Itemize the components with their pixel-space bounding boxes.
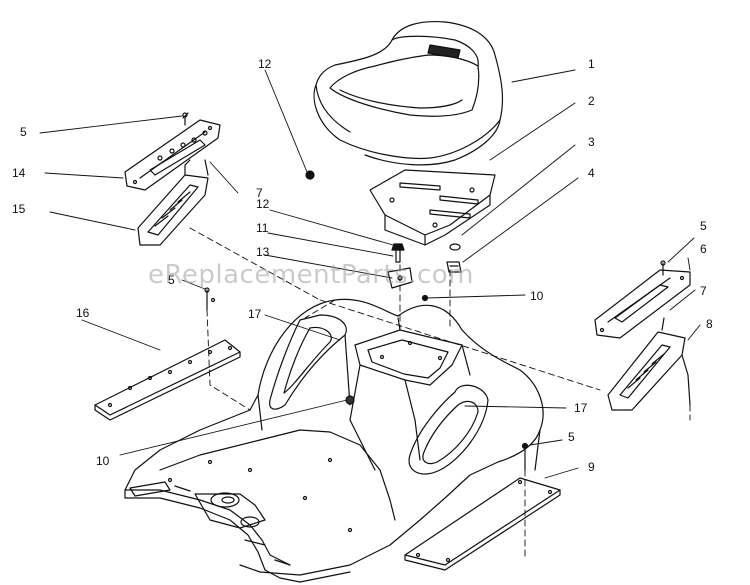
callout-14: 14 bbox=[12, 166, 26, 180]
seat bbox=[313, 20, 504, 166]
left-plate-14 bbox=[124, 119, 221, 191]
floor-plate-16 bbox=[94, 339, 241, 421]
callout-5-right: 5 bbox=[700, 219, 707, 233]
callout-12-top: 12 bbox=[258, 57, 272, 71]
left-guide-15 bbox=[137, 159, 209, 246]
fender-body bbox=[124, 298, 544, 583]
callout-3: 3 bbox=[588, 135, 595, 149]
leader-lines bbox=[39, 69, 701, 479]
callout-2: 2 bbox=[588, 94, 595, 108]
right-guide-8 bbox=[607, 317, 691, 411]
callout-15: 15 bbox=[12, 202, 26, 216]
callout-17-right: 17 bbox=[574, 401, 588, 415]
callout-7-right: 7 bbox=[700, 284, 707, 298]
floor-plate-9 bbox=[404, 477, 561, 571]
callout-12-lower: 12 bbox=[256, 197, 270, 211]
callout-17-left: 17 bbox=[248, 307, 262, 321]
callout-9: 9 bbox=[588, 460, 595, 474]
watermark-text: eReplacementParts.com bbox=[148, 260, 475, 290]
callout-1: 1 bbox=[588, 57, 595, 71]
callout-8: 8 bbox=[706, 317, 713, 331]
callout-5-mid-left: 5 bbox=[168, 273, 175, 287]
seat-bracket bbox=[369, 169, 496, 246]
dash-lines bbox=[189, 227, 691, 561]
callout-5-lower-right: 5 bbox=[568, 430, 575, 444]
callout-10-lower: 10 bbox=[96, 454, 110, 468]
callout-13: 13 bbox=[256, 245, 270, 259]
callout-11: 11 bbox=[256, 221, 269, 235]
callout-10-right: 10 bbox=[530, 289, 544, 303]
callout-5-top-left: 5 bbox=[20, 125, 27, 139]
right-plate-6 bbox=[594, 269, 691, 339]
callout-6: 6 bbox=[700, 242, 707, 256]
callout-7-left: 7 bbox=[256, 186, 263, 200]
screws-5 bbox=[182, 112, 666, 471]
callout-16: 16 bbox=[76, 306, 90, 320]
callout-4: 4 bbox=[588, 166, 595, 180]
